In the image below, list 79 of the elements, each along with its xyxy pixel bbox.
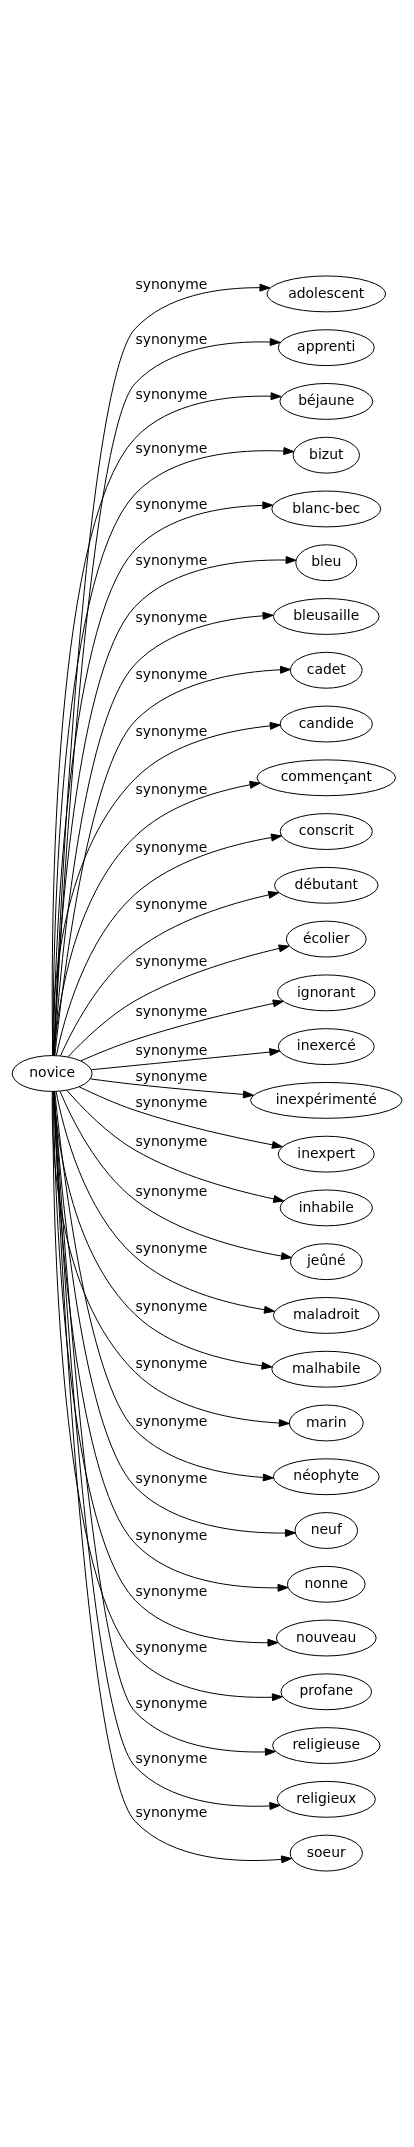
arrow bbox=[90, 1078, 254, 1099]
node-ellipse: nonne bbox=[286, 1565, 366, 1603]
edge-label: synonyme bbox=[135, 608, 208, 625]
node-ellipse: apprenti bbox=[277, 329, 375, 367]
edge-label: synonyme bbox=[135, 723, 208, 740]
arrow bbox=[67, 944, 290, 1058]
edge-label: synonyme bbox=[135, 1583, 208, 1600]
edge-label: synonyme bbox=[135, 385, 208, 402]
node-ellipse: inexpérimenté bbox=[250, 1081, 403, 1119]
edge-label: synonyme bbox=[135, 1694, 208, 1711]
node-ellipse: commençant bbox=[256, 759, 397, 797]
arrow bbox=[91, 1048, 281, 1071]
arrow bbox=[55, 833, 282, 1056]
arrow bbox=[53, 1091, 273, 1370]
edge-label: synonyme bbox=[135, 838, 208, 855]
edge-label: synonyme bbox=[135, 440, 208, 457]
node-ellipse: béjaune bbox=[279, 383, 374, 420]
node-ellipse: inhabile bbox=[279, 1189, 373, 1227]
edge-label: synonyme bbox=[135, 666, 208, 683]
arrow bbox=[55, 1091, 275, 1314]
edge-label: synonyme bbox=[135, 330, 208, 347]
node-ellipse: bizut bbox=[292, 436, 360, 474]
node-ellipse: jeûné bbox=[289, 1243, 363, 1281]
node-ellipse: conscrit bbox=[279, 813, 373, 850]
node-ellipse: blanc-bec bbox=[271, 490, 382, 528]
arrow bbox=[78, 1086, 283, 1149]
node-ellipse: religieux bbox=[276, 1780, 376, 1818]
arrow bbox=[52, 501, 274, 1056]
arrow bbox=[53, 780, 261, 1056]
edge-label: synonyme bbox=[135, 1413, 208, 1430]
arrow bbox=[59, 890, 280, 1057]
edge-label: synonyme bbox=[135, 1041, 208, 1058]
node-ellipse: neuf bbox=[294, 1512, 359, 1549]
edge-label: synonyme bbox=[135, 1639, 208, 1656]
node-ellipse: cadet bbox=[289, 651, 363, 689]
node-ellipse: nouveau bbox=[275, 1619, 377, 1657]
edge-label: synonyme bbox=[135, 953, 208, 970]
node-ellipse: adolescent bbox=[266, 275, 387, 313]
edge-label: synonyme bbox=[135, 1067, 208, 1084]
edge-label: synonyme bbox=[135, 1239, 208, 1256]
edge-label: synonyme bbox=[135, 1526, 208, 1543]
edge-label: synonyme bbox=[135, 1297, 208, 1314]
arrow bbox=[52, 721, 281, 1056]
edge-label: synonyme bbox=[135, 1002, 208, 1019]
node-ellipse: bleusaille bbox=[272, 598, 380, 635]
node-ellipse: ignorant bbox=[277, 974, 376, 1012]
node-ellipse: débutant bbox=[274, 866, 379, 904]
node-ellipse: profane bbox=[280, 1673, 373, 1711]
arrow bbox=[54, 1090, 274, 1482]
node-ellipse: inexpert bbox=[277, 1135, 375, 1173]
arrow bbox=[53, 556, 297, 1057]
edge-label: synonyme bbox=[135, 1183, 208, 1200]
node-ellipse: candide bbox=[279, 705, 373, 743]
edge-label: synonyme bbox=[135, 496, 208, 513]
edge-label: synonyme bbox=[135, 551, 208, 568]
node-ellipse: malhabile bbox=[271, 1350, 382, 1388]
node-ellipse: néophyte bbox=[272, 1458, 380, 1496]
arrow bbox=[80, 999, 284, 1062]
arrow bbox=[59, 1090, 292, 1260]
edge-label: synonyme bbox=[135, 1804, 208, 1821]
edge-label: synonyme bbox=[135, 1133, 208, 1150]
edge-label: synonyme bbox=[135, 780, 208, 797]
node-ellipse: marin bbox=[288, 1404, 364, 1442]
edge-label: synonyme bbox=[135, 276, 208, 293]
arrow bbox=[54, 665, 291, 1056]
arrow bbox=[66, 1089, 285, 1203]
node-ellipse: bleu bbox=[295, 544, 358, 582]
edge-label: synonyme bbox=[135, 1469, 208, 1486]
arrow bbox=[53, 611, 274, 1056]
edge-label: synonyme bbox=[135, 1355, 208, 1372]
node-ellipse: écolier bbox=[285, 920, 367, 958]
node-ellipse: soeur bbox=[289, 1834, 363, 1872]
node-ellipse: inexercé bbox=[277, 1028, 375, 1066]
edge-label: synonyme bbox=[135, 896, 208, 913]
edge-label: synonyme bbox=[135, 1749, 208, 1766]
node-ellipse: novice bbox=[11, 1055, 93, 1092]
node-ellipse: maladroit bbox=[272, 1297, 380, 1334]
node-ellipse: religieuse bbox=[272, 1727, 381, 1764]
edge-label: synonyme bbox=[135, 1093, 208, 1110]
